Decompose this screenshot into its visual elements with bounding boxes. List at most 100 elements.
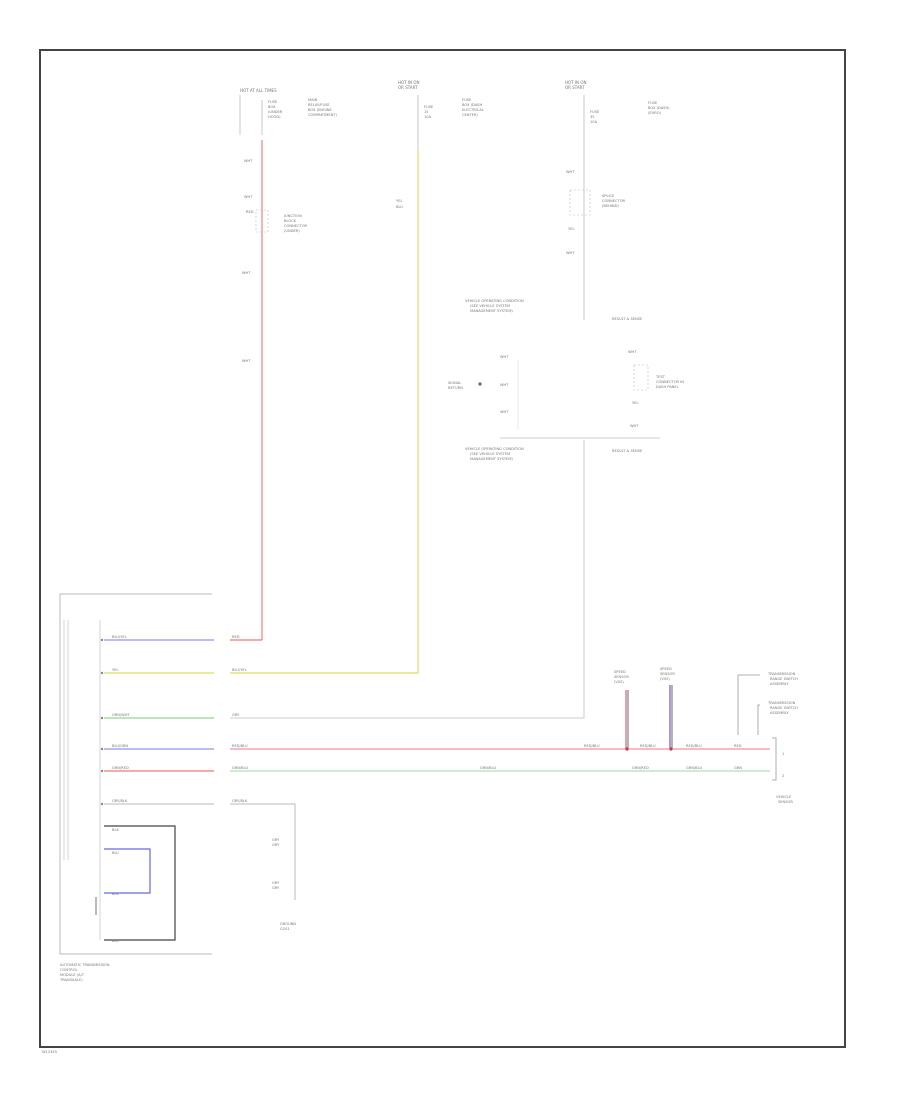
connector-label: ASSEMBLY <box>770 711 789 715</box>
splice-label: CONNECTOR <box>602 199 626 203</box>
splice-label: SPLICE <box>602 194 615 198</box>
module-pin-label: BLK <box>112 828 119 832</box>
wire-code: YEL <box>568 227 574 231</box>
wire-code: GRN/RED <box>632 766 649 770</box>
transmission-control-module: BLU/YEL YEL GRN/WHT BLU/GRN GRN/RED GRY/… <box>59 593 770 982</box>
source-3-sub: 10A <box>590 120 598 124</box>
source-1-sub: (UNDER <box>268 110 283 114</box>
ecm-bottom-label: MANAGEMENT SYSTEM) <box>470 457 513 461</box>
ecm-left-tag: SIGNAL <box>448 381 461 385</box>
source-3-sub: FUSE <box>590 110 600 114</box>
source-2-title: HOT IN ON <box>398 80 419 85</box>
right-side-components: RED/BLU RED/BLU RED/BLU GRN/BLU GRN/RED … <box>480 667 798 804</box>
source-1-desc: RELAY/FUSE <box>308 103 330 107</box>
red-power-wire: WHT WHT RED JUNCTION BLOCK CONNECTOR (UN… <box>242 140 308 640</box>
source-1-desc: MAIN <box>308 98 318 102</box>
module-pin-label: BLU/YEL <box>232 668 247 672</box>
vehicle-sensor-label: SENSOR <box>778 800 793 804</box>
sensor-label: (VSS) <box>660 677 670 681</box>
source-2-sub: FUSE <box>424 105 434 109</box>
module-pin-label: GRN/RED <box>112 766 129 770</box>
source-1-title: HOT AT ALL TIMES <box>240 88 277 93</box>
ground-label: GRY <box>272 886 280 890</box>
wire-code: WHT <box>500 355 509 359</box>
splice-label: BLOCK <box>284 219 297 223</box>
source-1-desc: BOX (ENGINE <box>308 108 332 112</box>
wire-code: WHT <box>244 159 253 163</box>
wire-code: YEL <box>632 401 638 405</box>
source-2-desc: ELECTRICAL <box>462 108 484 112</box>
module-pin-label: BLU <box>112 851 119 855</box>
splice-label: CONNECTOR <box>284 224 308 228</box>
source-2-title-2: OR START <box>398 85 418 90</box>
wire-code: WHT <box>566 170 575 174</box>
source-2-sub: 10A <box>424 115 432 119</box>
module-pin-label: BLU/YEL <box>112 635 127 639</box>
ecm-top-label: VEHICLE OPERATING CONDITION <box>465 299 524 303</box>
module-label: TRANSAXLE) <box>59 978 83 982</box>
ground-label: GRY <box>272 838 280 842</box>
module-pin-label: BLK <box>112 892 119 896</box>
connector-pin: 2 <box>782 774 784 778</box>
ecm-left-tag: RETURN <box>448 386 463 390</box>
ecm-right-bottom: RESULT & SENSE <box>612 449 643 453</box>
module-label: AUTOMATIC TRANSMISSION <box>60 963 110 967</box>
module-pin-label: BLU/GRN <box>112 744 128 748</box>
wire-code: RED/BLU <box>584 744 600 748</box>
source-2-desc: FUSE <box>462 98 472 102</box>
ecm-right-desc: CONNECTOR IN <box>656 380 684 384</box>
connector-label: ASSEMBLY <box>770 682 789 686</box>
source-2-desc: BOX (DASH <box>462 103 482 107</box>
ecm-right-top: RESULT & SENSE <box>612 317 643 321</box>
ecm-block: VEHICLE OPERATING CONDITION (SEE VEHICLE… <box>448 299 684 461</box>
wire-code: GRN/BLU <box>686 766 702 770</box>
sensor-label: SENSOR <box>614 675 629 679</box>
wire-code: WHT <box>242 359 251 363</box>
module-pin-label: GRY/BLK <box>112 799 128 803</box>
ecm-right-desc: TEST <box>655 375 666 379</box>
module-pin-label: YEL <box>112 668 118 672</box>
diagram-code: W12345 <box>42 1050 57 1054</box>
ground-label: GRY <box>272 843 280 847</box>
source-3: HOT IN ON OR START FUSE 35 10A FUSE BOX … <box>565 80 670 320</box>
module-pin-label: GRN/BLU <box>232 766 248 770</box>
module-pin-label: BLK <box>112 939 119 943</box>
ecm-bottom-label: (SEE VEHICLE SYSTEM <box>470 452 510 456</box>
source-3-desc: (EURO) <box>648 111 662 115</box>
source-2-desc: CENTER) <box>462 113 478 117</box>
connector-label: RANGE SWITCH <box>770 677 798 681</box>
sensor-label: (VSS) <box>614 680 624 684</box>
connector-pin: RED <box>734 744 742 748</box>
wire-code: WHT <box>566 251 575 255</box>
wire-code: RED/BLU <box>686 744 702 748</box>
source-3-desc: FUSE <box>648 101 658 105</box>
wire-code: GRN/BLU <box>480 766 496 770</box>
vehicle-sensor-label: VEHICLE <box>776 795 792 799</box>
yellow-ignition-wire: YEL BLU <box>396 150 419 673</box>
connector-label: RANGE SWITCH <box>770 706 798 710</box>
splice-label: (BEHIND) <box>602 204 619 208</box>
source-1-sub: HOOD) <box>268 115 281 119</box>
splice-label: (UNDER) <box>284 229 300 233</box>
module-pin-label: RED <box>232 635 240 639</box>
sensor-label: SPEED <box>660 667 672 671</box>
wire-code: WHT <box>500 410 509 414</box>
module-label: CONTROL <box>60 968 78 972</box>
source-2-sub: 15 <box>424 110 429 114</box>
module-pin-label: GRN/WHT <box>112 713 130 717</box>
source-1: HOT AT ALL TIMES FUSE BOX (UNDER HOOD) M… <box>239 88 338 135</box>
wire-code: WHT <box>628 350 637 354</box>
connector-pin: 1 <box>782 752 784 756</box>
wire-code: RED/BLU <box>640 744 656 748</box>
wire-code: WHT <box>630 424 639 428</box>
ecm-right-desc: DASH PANEL <box>656 385 679 389</box>
wire-code: BLU <box>396 205 403 209</box>
source-1-desc: COMPARTMENT) <box>308 113 338 117</box>
source-1-sub: BOX <box>268 105 276 109</box>
connector-label: TRANSMISSION <box>767 672 796 676</box>
ground-label: GRY <box>272 881 280 885</box>
module-pin-label: GRY/BLK <box>232 799 248 803</box>
diagram-frame <box>39 49 846 1048</box>
source-3-title: HOT IN ON <box>565 80 586 85</box>
wire-code: RED <box>246 210 254 214</box>
